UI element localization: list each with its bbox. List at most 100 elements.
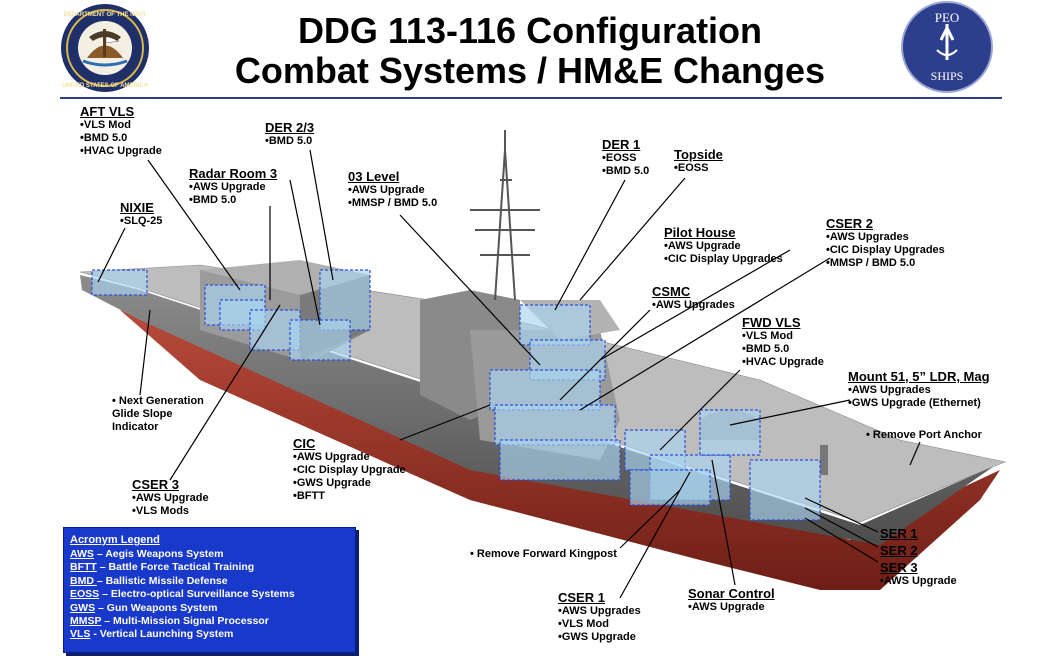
callout-item: GWS Upgrade: [293, 477, 406, 490]
callout-item: VLS Mods: [132, 505, 209, 518]
space-der23-upper: [289, 319, 351, 361]
callout-title: Mount 51, 5” LDR, Mag: [848, 369, 990, 384]
callout-item: SLQ-25: [120, 215, 163, 228]
callout-cser2: CSER 2 AWS Upgrades CIC Display Upgrades…: [826, 216, 945, 270]
callout-item: MMSP / BMD 5.0: [826, 257, 945, 270]
callout-mount51: Mount 51, 5” LDR, Mag AWS Upgrades GWS U…: [848, 369, 990, 410]
callout-item: AWS Upgrade: [132, 492, 209, 505]
callout-aft-vls: AFT VLS VLS Mod BMD 5.0 HVAC Upgrade: [80, 104, 162, 158]
callout-item: HVAC Upgrade: [742, 356, 824, 369]
legend-row: EOSS – Electro-optical Surveillance Syst…: [70, 588, 295, 600]
callout-title: Pilot House: [664, 225, 736, 240]
callout-title: CSER 1: [558, 590, 605, 605]
callout-item: CIC Display Upgrade: [293, 464, 406, 477]
callout-item: BFTT: [293, 490, 406, 503]
callout-title-ser2: SER 2: [880, 543, 918, 558]
callout-item: CIC Display Upgrades: [664, 253, 783, 266]
callout-topside: Topside EOSS: [674, 147, 723, 175]
legend-def: Aegis Weapons System: [105, 548, 224, 560]
legend-def: Multi-Mission Signal Processor: [113, 615, 269, 627]
note-port-anchor: • Remove Port Anchor: [866, 429, 982, 442]
note-kingpost-text: Remove Forward Kingpost: [476, 548, 617, 560]
space-mount51: [699, 409, 761, 456]
space-cic: [494, 404, 616, 446]
note-line: Next Generation: [118, 395, 204, 407]
callout-item: EOSS: [674, 162, 723, 175]
legend-def: Ballistic Missile Defense: [105, 575, 228, 587]
callout-item: VLS Mod: [558, 618, 641, 631]
callout-cser3: CSER 3 AWS Upgrade VLS Mods: [132, 477, 209, 518]
svg-text:DEPARTMENT OF THE NAVY: DEPARTMENT OF THE NAVY: [64, 12, 147, 18]
callout-item: AWS Upgrade: [688, 601, 775, 614]
hull-side: [80, 275, 1000, 545]
legend-def: Vertical Launching System: [99, 628, 234, 640]
acronym-legend: Acronym Legend AWS – Aegis Weapons Syste…: [63, 527, 356, 653]
legend-row: VLS - Vertical Launching System: [70, 628, 234, 640]
callout-title: CSMC: [652, 284, 691, 299]
callout-item: AWS Upgrade: [348, 184, 437, 197]
note-line: Glide Slope: [112, 408, 173, 420]
callout-sonar-control: Sonar Control AWS Upgrade: [688, 586, 775, 614]
legend-abbr: AWS: [70, 548, 94, 560]
callout-title: Radar Room 3: [189, 166, 278, 181]
callout-pilot-house: Pilot House AWS Upgrade CIC Display Upgr…: [664, 225, 783, 266]
callout-item: AWS Upgrades: [848, 384, 990, 397]
callout-title: CSER 3: [132, 477, 179, 492]
callout-title: AFT VLS: [80, 104, 135, 119]
callout-title-ser1: SER 1: [880, 526, 918, 541]
callout-item: AWS Upgrade: [664, 240, 783, 253]
mast: [470, 130, 540, 301]
callout-item: CIC Display Upgrades: [826, 244, 945, 257]
callout-item: VLS Mod: [80, 119, 162, 132]
space-03-level: [489, 369, 601, 411]
callout-item: AWS Upgrades: [652, 299, 735, 312]
space-der1: [519, 304, 591, 346]
callout-radar-room3: Radar Room 3 AWS Upgrade BMD 5.0: [189, 166, 277, 207]
callout-item: AWS Upgrades: [558, 605, 641, 618]
space-nixie: [91, 269, 148, 296]
legend-abbr: MMSP: [70, 615, 102, 627]
legend-row: AWS – Aegis Weapons System: [70, 548, 224, 560]
callout-item: AWS Upgrades: [826, 231, 945, 244]
note-port-anchor-text: Remove Port Anchor: [872, 429, 982, 441]
note-bullet: •: [470, 548, 477, 560]
legend-def: Gun Weapons System: [106, 602, 218, 614]
title-line-2: Combat Systems / HM&E Changes: [234, 50, 826, 91]
svg-text:UNITED STATES OF AMERICA: UNITED STATES OF AMERICA: [62, 83, 149, 89]
callout-item: AWS Upgrade: [880, 575, 957, 588]
note-kingpost: • Remove Forward Kingpost: [470, 548, 617, 561]
callout-item: GWS Upgrade (Ethernet): [848, 397, 990, 410]
callout-title: CIC: [293, 436, 316, 451]
callout-item: MMSP / BMD 5.0: [348, 197, 437, 210]
callout-item: GWS Upgrade: [558, 631, 641, 644]
callout-item: VLS Mod: [742, 330, 824, 343]
space-csmc: [499, 439, 621, 481]
callout-item: BMD 5.0: [189, 194, 277, 207]
callout-item: AWS Upgrade: [293, 451, 406, 464]
callout-ser: SER 1 SER 2 SER 3 AWS Upgrade: [880, 526, 957, 588]
department-of-the-navy-seal-icon: DEPARTMENT OF THE NAVY UNITED STATES OF …: [61, 4, 149, 92]
legend-def: Battle Force Tactical Training: [108, 561, 255, 573]
legend-row: BFTT – Battle Force Tactical Training: [70, 561, 255, 573]
callout-03-level: 03 Level AWS Upgrade MMSP / BMD 5.0: [348, 169, 437, 210]
callout-item: EOSS: [602, 152, 649, 165]
callout-fwd-vls: FWD VLS VLS Mod BMD 5.0 HVAC Upgrade: [742, 315, 824, 369]
callout-item: HVAC Upgrade: [80, 145, 162, 158]
callout-title: 03 Level: [348, 169, 400, 184]
callout-item: BMD 5.0: [602, 165, 649, 178]
callout-der1: DER 1 EOSS BMD 5.0: [602, 137, 649, 178]
legend-abbr: BFTT: [70, 561, 97, 573]
callout-item: BMD 5.0: [80, 132, 162, 145]
callout-item: AWS Upgrade: [189, 181, 277, 194]
callout-nixie: NIXIE SLQ-25: [120, 200, 162, 228]
callout-title: DER 2/3: [265, 120, 315, 135]
callout-item: BMD 5.0: [742, 343, 824, 356]
callout-title: CSER 2: [826, 216, 873, 231]
legend-abbr: BMD: [70, 575, 97, 587]
note-glide-slope-bullet: •: [112, 395, 119, 407]
legend-abbr: GWS: [70, 602, 96, 614]
note-glide-slope: • Next Generation Glide Slope Indicator: [112, 395, 204, 434]
note-bullet: •: [866, 429, 873, 441]
callout-cic: CIC AWS Upgrade CIC Display Upgrade GWS …: [293, 436, 406, 503]
